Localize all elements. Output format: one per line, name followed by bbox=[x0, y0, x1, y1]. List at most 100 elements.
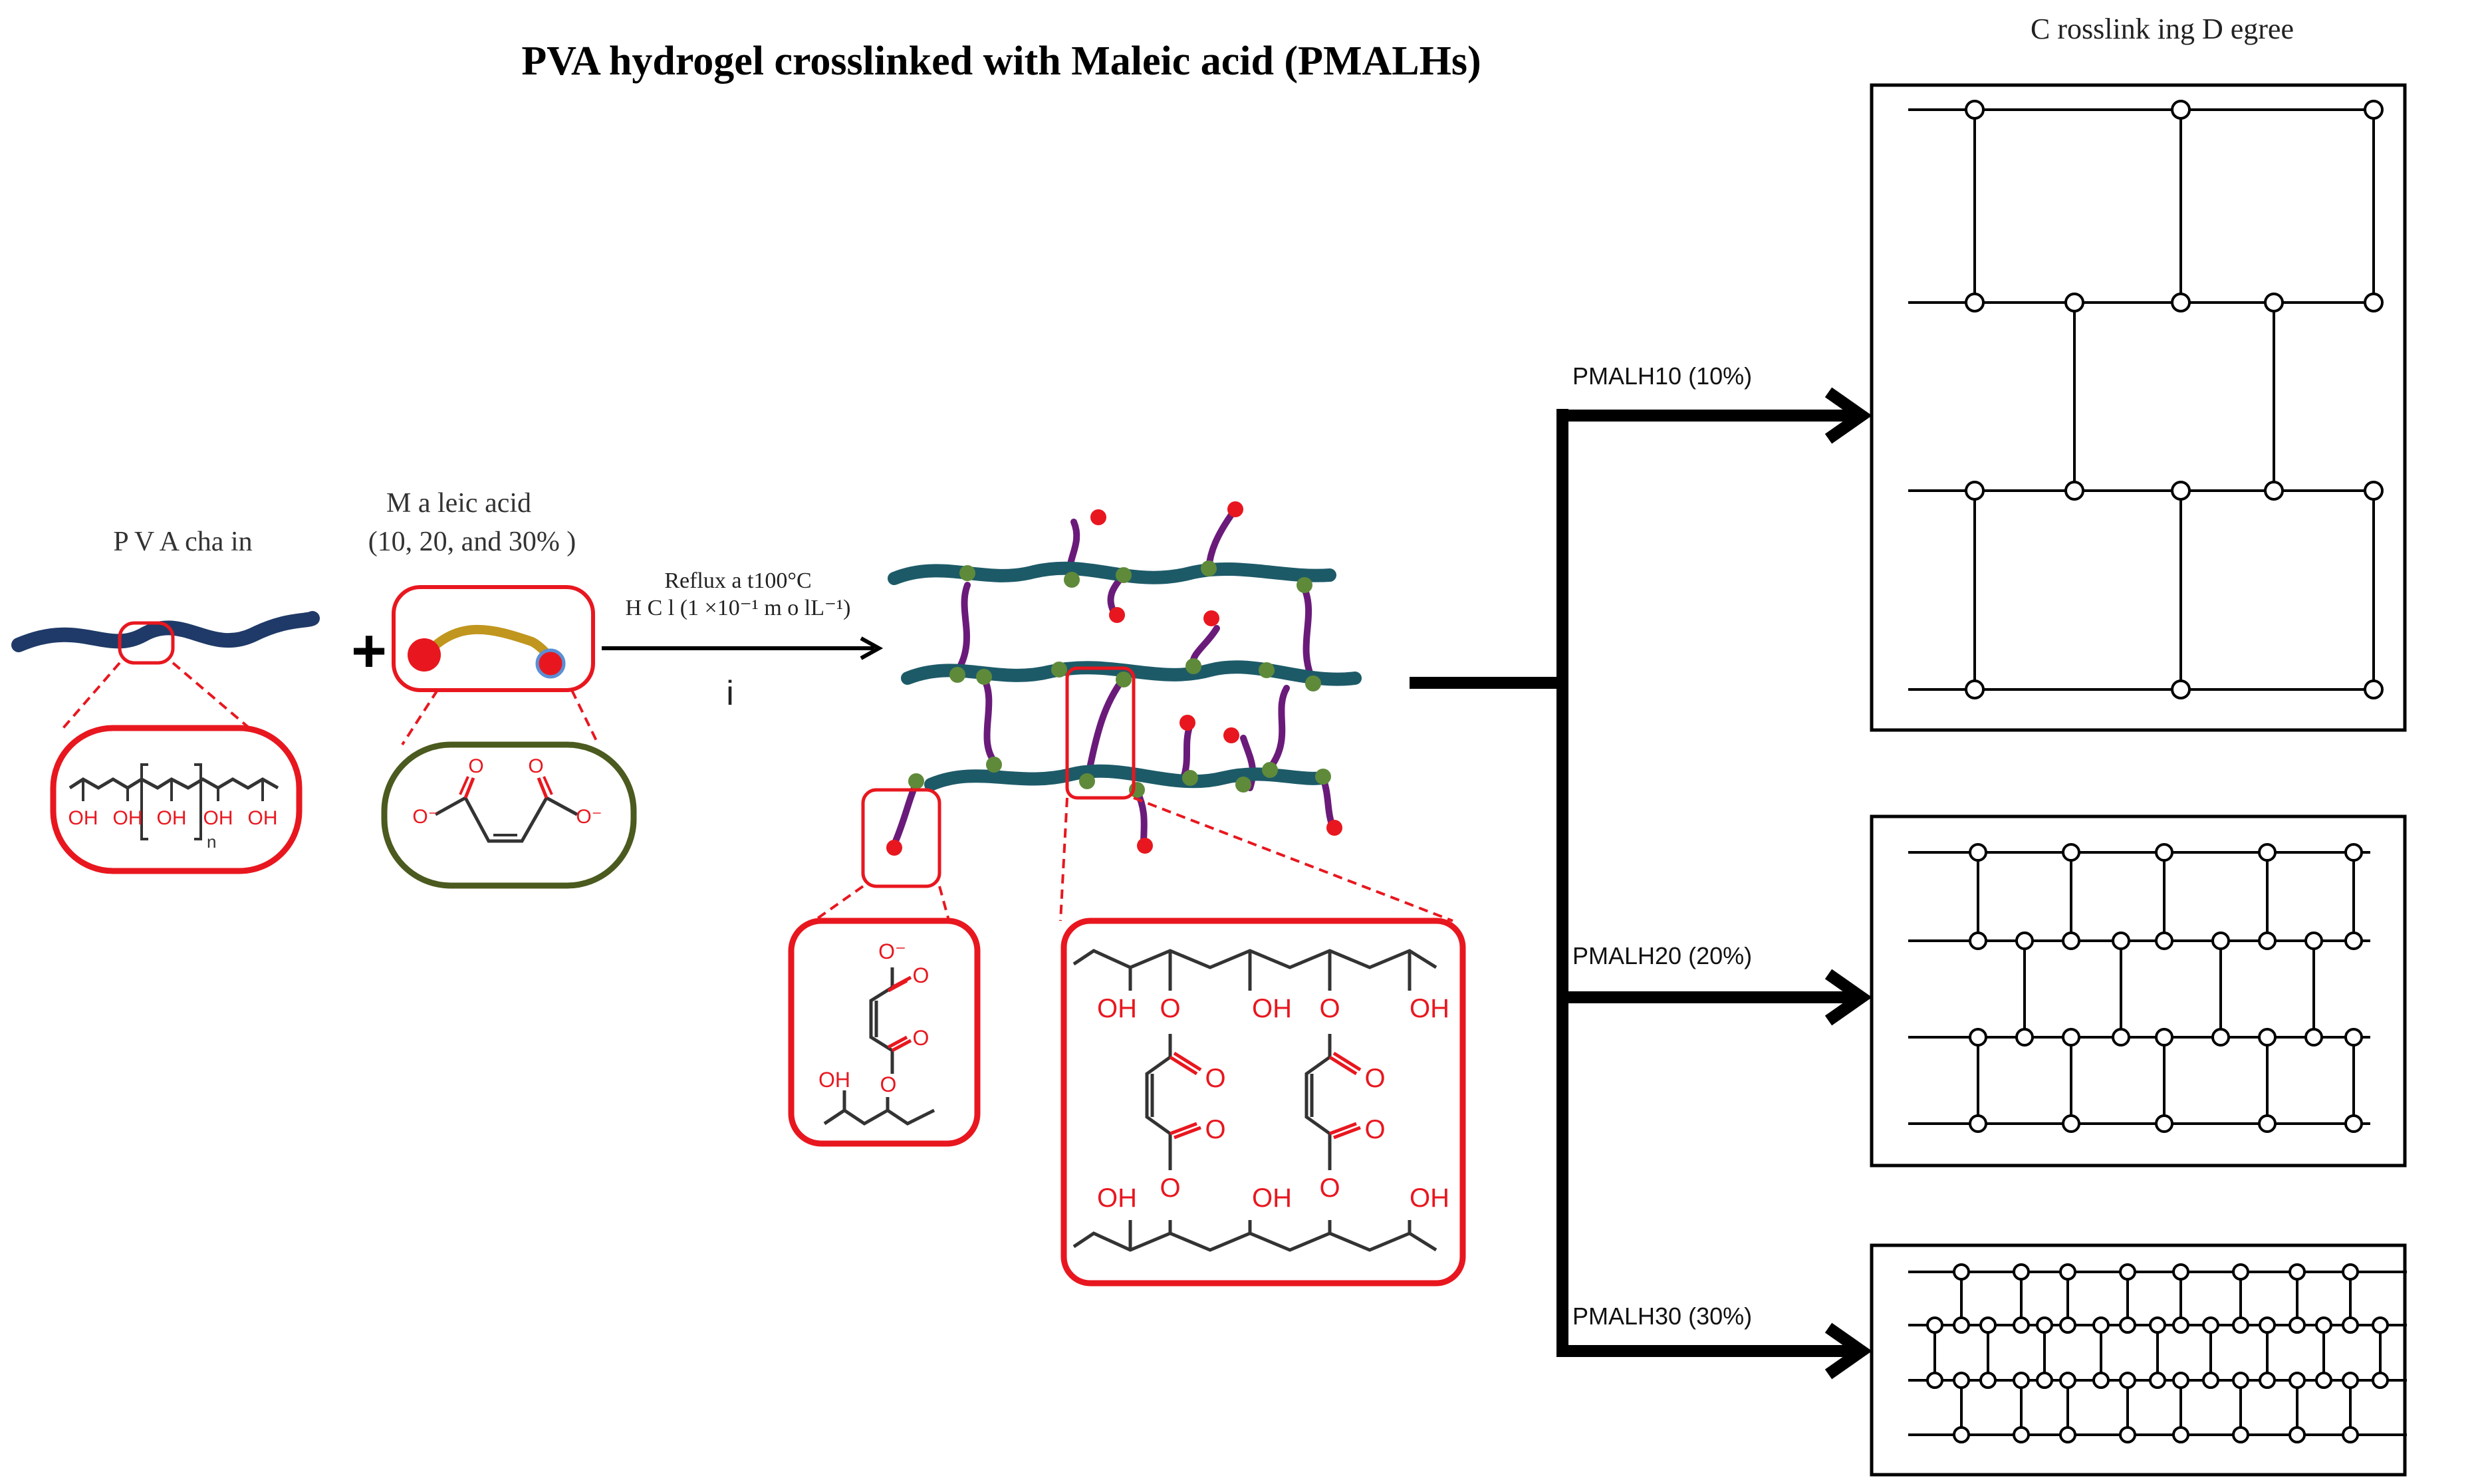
network-junction bbox=[2342, 1263, 2359, 1281]
network-junction bbox=[2172, 1316, 2189, 1334]
network-junction bbox=[1926, 1372, 1943, 1389]
pva-repeat-subscript: n bbox=[207, 832, 216, 852]
crosslinking-degree-title: C rosslink ing D egree bbox=[2031, 13, 2294, 45]
crosslink-node bbox=[1064, 572, 1080, 588]
maleic-zoom-line-left bbox=[401, 689, 439, 746]
network-junction bbox=[2211, 931, 2230, 950]
pva-oh-label: OH bbox=[68, 807, 98, 829]
network-junction bbox=[2258, 1114, 2277, 1133]
network-junction bbox=[2036, 1372, 2053, 1389]
crosslink-node bbox=[1116, 672, 1132, 687]
carboxyl-end-group bbox=[1109, 607, 1125, 623]
network-junction bbox=[2171, 680, 2191, 699]
maleic-o-label: O bbox=[468, 755, 483, 777]
network-junction bbox=[2364, 481, 2384, 501]
plus-sign: + bbox=[351, 617, 387, 685]
crosslink-node bbox=[986, 757, 1002, 773]
crosslink-node bbox=[959, 565, 975, 581]
network-junction bbox=[2112, 1028, 2130, 1047]
network-junction bbox=[2092, 1372, 2110, 1389]
crosslink-highlight-box bbox=[1065, 666, 1136, 800]
crosslink-structure: OH OH OH OH OH OH O O O O O O O O bbox=[1060, 918, 1466, 1287]
network-junction bbox=[2202, 1316, 2219, 1334]
crosslinker-strand bbox=[981, 675, 997, 765]
network-junction bbox=[2364, 100, 2384, 120]
network-junction bbox=[2155, 843, 2173, 862]
pendant-structure: O⁻ O O O OH bbox=[788, 918, 981, 1147]
network-junction bbox=[2172, 1263, 2189, 1281]
crosslink-o-label: O bbox=[1160, 994, 1180, 1023]
network-junction bbox=[2059, 1316, 2076, 1334]
crosslink-node bbox=[1116, 567, 1132, 583]
network-junction bbox=[2172, 1426, 2189, 1443]
pendant-o-minus-label: O⁻ bbox=[878, 939, 906, 963]
pva-polymer-chain bbox=[11, 611, 320, 652]
branch-arrowhead-3 bbox=[1824, 1322, 1872, 1380]
network-junction bbox=[2013, 1426, 2030, 1443]
crosslink-node bbox=[1182, 770, 1198, 786]
network-junction bbox=[2062, 1114, 2080, 1133]
pendant-oh-label: OH bbox=[818, 1068, 850, 1092]
crosslink-node bbox=[908, 773, 924, 789]
maleic-o-minus-label: O⁻ bbox=[412, 806, 438, 828]
network-junction bbox=[2232, 1372, 2249, 1389]
carboxyl-end-group bbox=[1179, 715, 1195, 731]
pva-chain-label: P V A cha in bbox=[113, 527, 252, 557]
crosslink-oh-label: OH bbox=[1252, 1183, 1292, 1213]
crosslink-node bbox=[976, 669, 992, 685]
carboxyl-end-group bbox=[886, 840, 902, 856]
network-junction bbox=[2059, 1372, 2076, 1389]
network-junction bbox=[2119, 1263, 2136, 1281]
network-junction bbox=[2259, 1316, 2276, 1334]
network-junction bbox=[2342, 1372, 2359, 1389]
network-junction bbox=[2013, 1372, 2030, 1389]
branch-arrowhead-2 bbox=[1824, 969, 1872, 1026]
network-junction bbox=[2289, 1372, 2306, 1389]
network-junction bbox=[2259, 1372, 2276, 1389]
pendant-o-label: O bbox=[913, 1026, 929, 1050]
network-junction bbox=[2119, 1372, 2136, 1389]
network-junction bbox=[1979, 1372, 1997, 1389]
crosslinker-strand bbox=[1267, 685, 1290, 771]
crosslink-node bbox=[1297, 577, 1312, 593]
crosslink-zoom-line-left bbox=[1059, 797, 1068, 922]
network-junction bbox=[2112, 931, 2130, 950]
network-junction bbox=[2344, 1028, 2363, 1047]
carboxyl-end-group bbox=[1090, 509, 1106, 525]
maleic-icon-tail bbox=[535, 648, 566, 679]
crosslink-oh-label: OH bbox=[1410, 994, 1449, 1023]
branch-label-pmalh20: PMALH20 (20%) bbox=[1572, 942, 1752, 969]
network-junction bbox=[2315, 1316, 2332, 1334]
network-junction bbox=[2171, 481, 2191, 501]
maleic-acid-group: M a leic acid (10, 20, and 30% ) O O O⁻ … bbox=[368, 488, 637, 889]
maleic-icon-linker bbox=[421, 624, 555, 663]
network-junction bbox=[2171, 293, 2191, 312]
pva-oh-label: OH bbox=[113, 807, 143, 829]
network-junction bbox=[1953, 1372, 1970, 1389]
pendant-structure-box bbox=[788, 918, 981, 1147]
network-junction bbox=[2342, 1426, 2359, 1443]
network-junction bbox=[2344, 931, 2363, 950]
pva-chain-group: P V A cha in n OH OH OH OH OH bbox=[11, 527, 320, 874]
network-junction bbox=[2232, 1263, 2249, 1281]
reaction-arrow-group: Reflux a t100°C H C l (1 ×10⁻¹ m o lL⁻¹)… bbox=[602, 568, 884, 713]
network-junction bbox=[2289, 1316, 2306, 1334]
network-junction bbox=[1979, 1316, 1997, 1334]
network-junction bbox=[1965, 100, 1985, 120]
crosslink-oh-label: OH bbox=[1097, 1183, 1137, 1213]
network-junction bbox=[2062, 1028, 2080, 1047]
network-junction bbox=[2062, 931, 2080, 950]
crosslink-o-label: O bbox=[1205, 1064, 1225, 1093]
maleic-zoom-line-right bbox=[570, 689, 600, 745]
network-junction bbox=[2064, 293, 2084, 312]
crosslink-node bbox=[1305, 676, 1321, 691]
network-junction bbox=[1969, 1114, 1987, 1133]
crosslinker-strand bbox=[1180, 721, 1193, 781]
crosslink-o-label: O bbox=[1160, 1174, 1180, 1203]
pendant-o-label: O bbox=[913, 963, 929, 987]
network-junction bbox=[1953, 1426, 1970, 1443]
network-junction bbox=[2059, 1263, 2076, 1281]
network-junction bbox=[2211, 1028, 2230, 1047]
crosslink-structure-box bbox=[1060, 918, 1466, 1287]
